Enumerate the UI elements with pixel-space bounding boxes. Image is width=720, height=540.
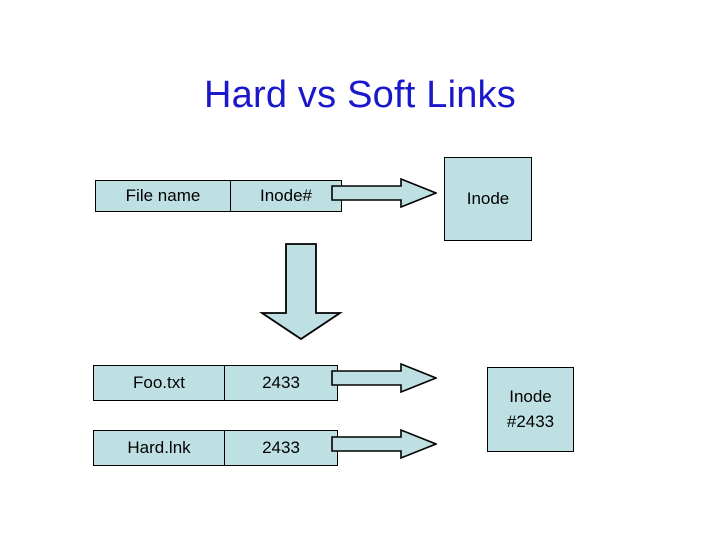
directory-row-foo-table: Foo.txt 2433 [93,365,338,401]
arrow-right-icon [331,428,437,460]
inode-box-generic: Inode [444,157,532,241]
cell-file-name-foo: Foo.txt [93,365,225,401]
inode-box-2433: Inode #2433 [487,367,574,452]
arrow-right-icon [331,178,437,208]
directory-row-hard-table: Hard.lnk 2433 [93,430,338,466]
inode-box-top-label: Inode [466,188,510,208]
table-row: File name Inode# [95,180,342,212]
cell-inode-number-foo: 2433 [224,365,338,401]
inode-box-bottom-label-line2: #2433 [506,411,555,431]
cell-file-name-hard: Hard.lnk [93,430,225,466]
page-title: Hard vs Soft Links [204,74,516,116]
arrow-down-icon [258,243,344,341]
table-row: Hard.lnk 2433 [93,430,338,466]
table-row: Foo.txt 2433 [93,365,338,401]
directory-header-table: File name Inode# [95,180,342,212]
arrow-right-icon [331,363,437,393]
header-cell-file-name: File name [95,180,231,212]
inode-box-bottom-label-line1: Inode [509,386,552,406]
header-cell-inode-number: Inode# [230,180,342,212]
cell-inode-number-hard: 2433 [224,430,338,466]
